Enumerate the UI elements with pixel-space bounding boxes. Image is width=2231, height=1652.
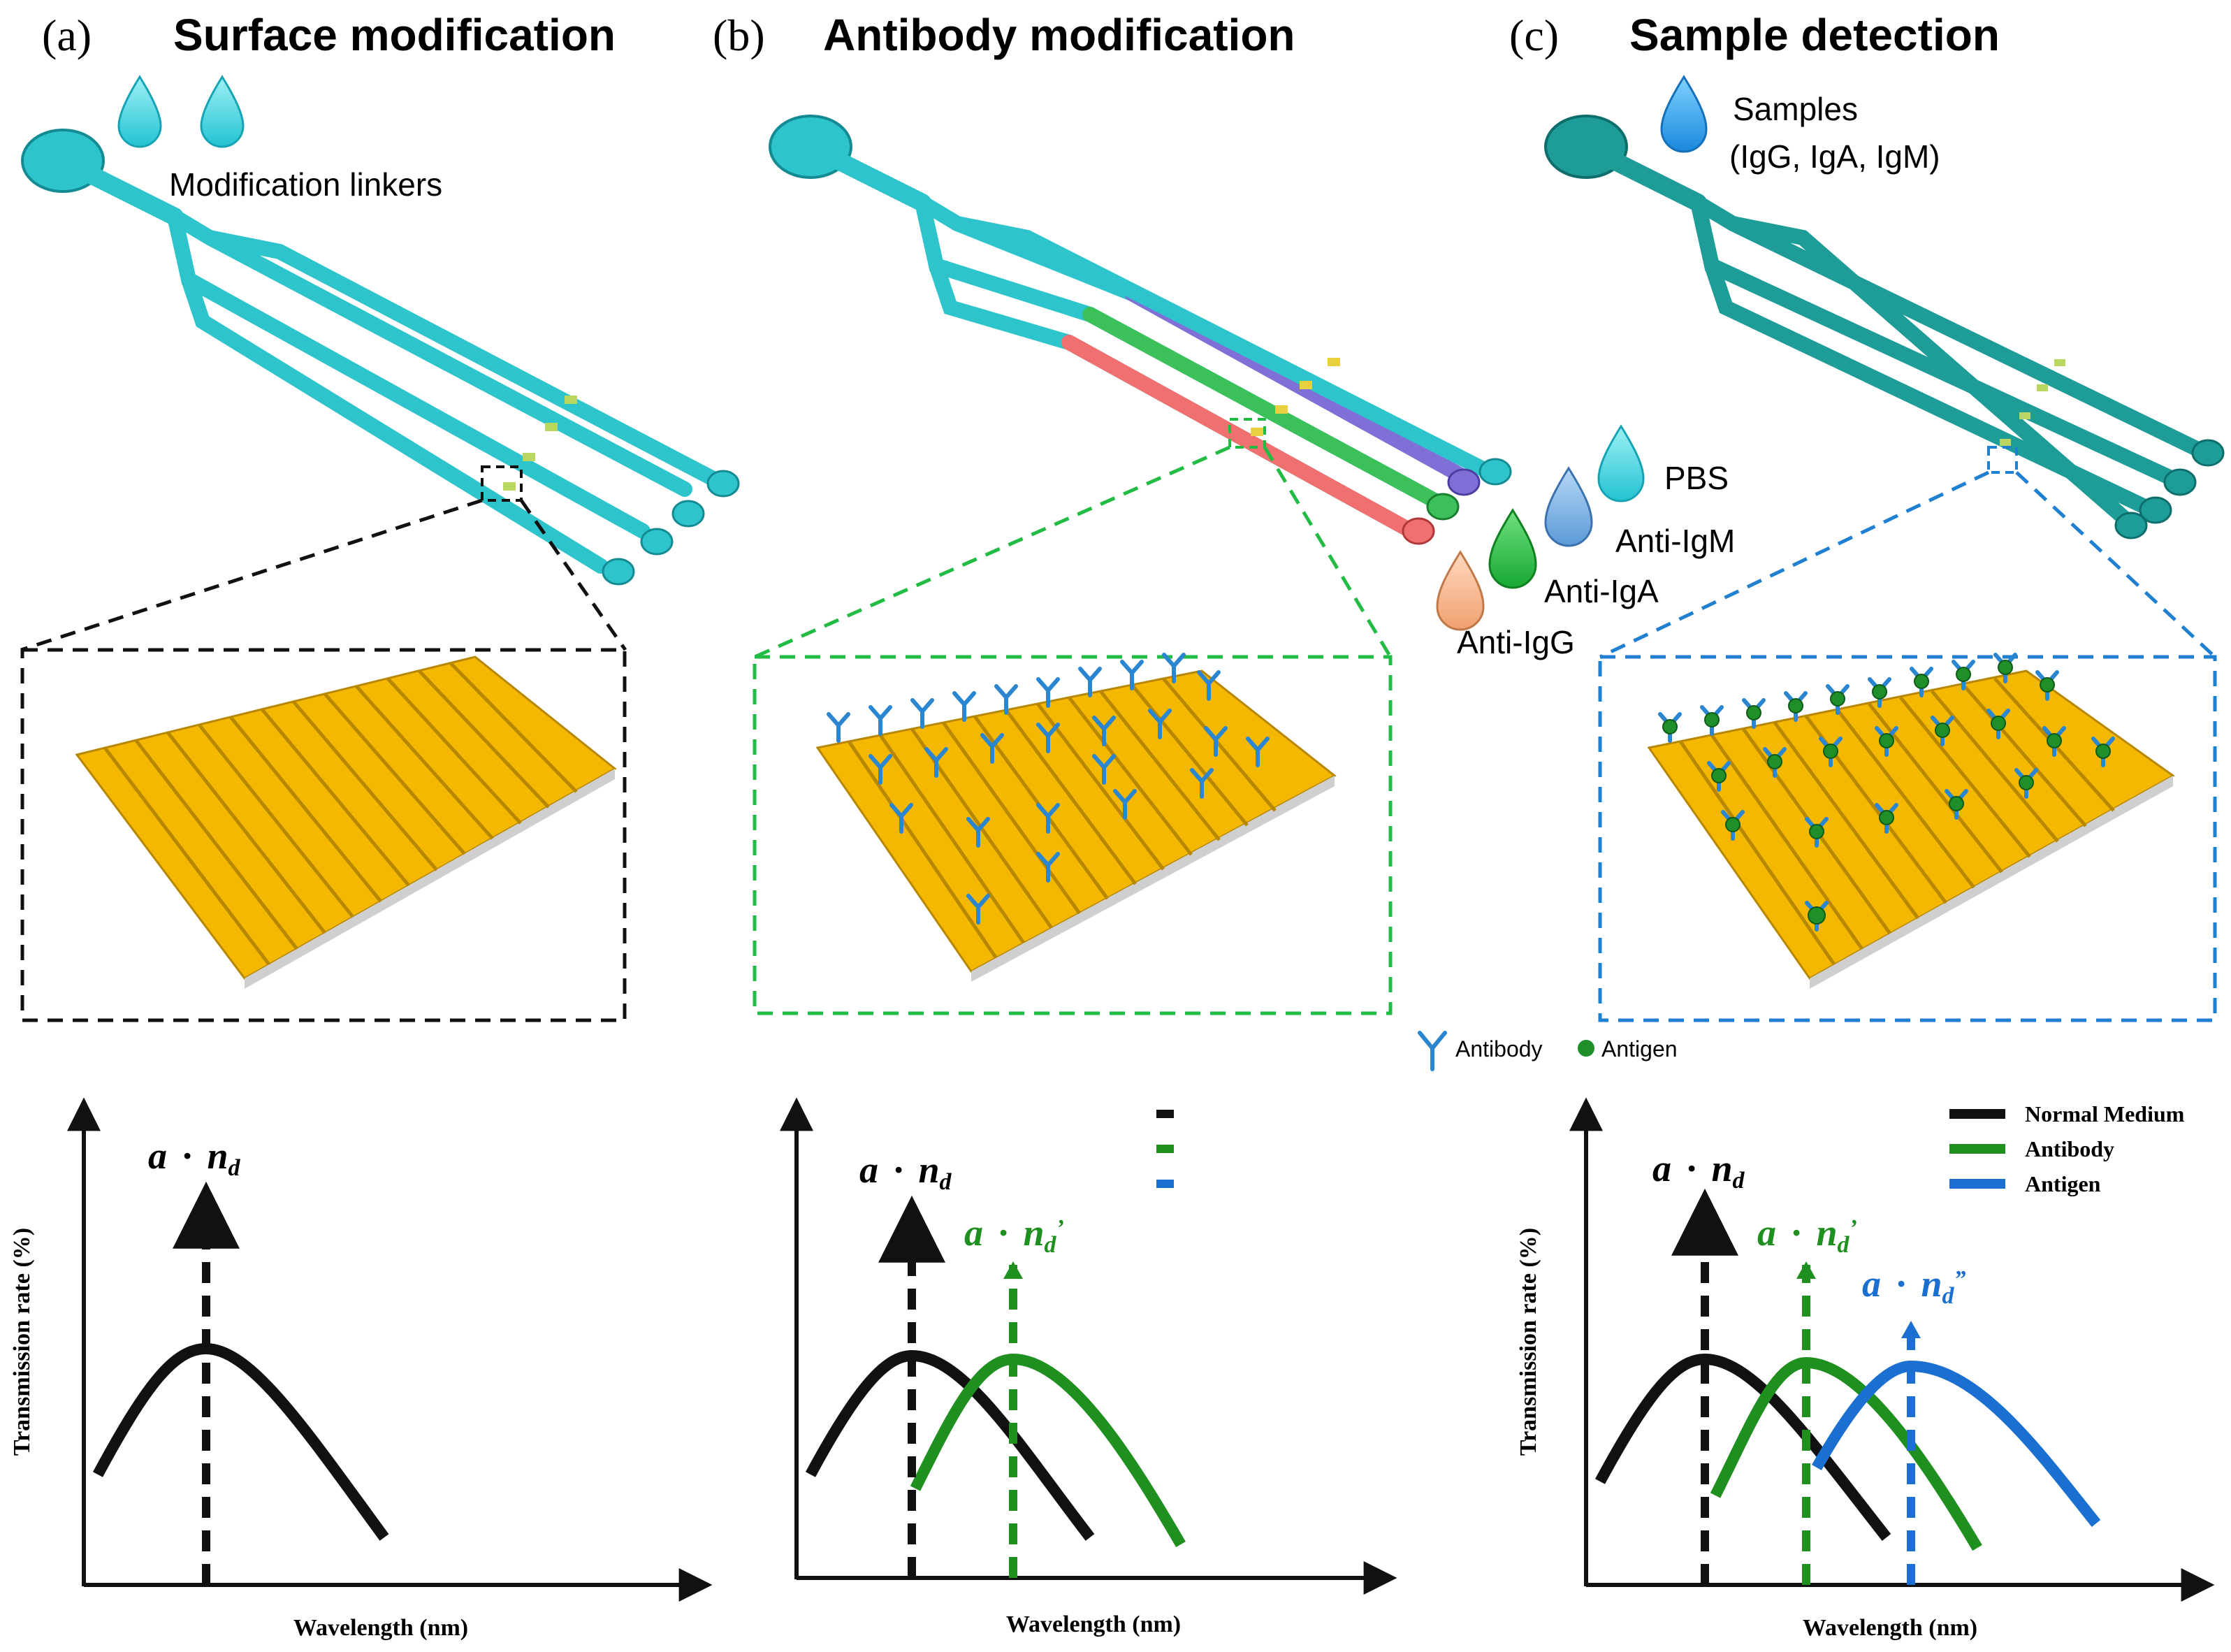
anti-igm-drop-icon	[1544, 466, 1593, 547]
chart-c-ylabel: Transmission rate (%)	[1516, 1228, 1541, 1456]
chart-c-normal-peak-label: a·nd	[1652, 1147, 1745, 1194]
antibody-antigen-icons-c	[1660, 655, 2113, 929]
legend-normal-label: Normal Medium	[2025, 1101, 2185, 1126]
linker-drop-icon	[200, 75, 245, 148]
chart-b-normal-peak-label: a·nd	[859, 1149, 952, 1195]
panel-c-header: (c) Sample detection	[1509, 10, 2000, 60]
grating-a	[75, 655, 617, 989]
chart-b-antibody-arrowhead	[1003, 1261, 1023, 1279]
panel-b-header: (b) Antibody modification	[713, 10, 1295, 60]
microfluidic-chip-b	[769, 115, 1512, 545]
chart-a-xlabel: Wavelength (nm)	[293, 1615, 468, 1641]
chart-b-xlabel: Wavelength (nm)	[1006, 1611, 1181, 1637]
chart-b-antibody-curve	[910, 1353, 1186, 1548]
linker-drop-icon	[117, 75, 162, 148]
anti-iga-label: Anti-IgA	[1544, 573, 1659, 609]
anti-igg-drop-icon	[1436, 550, 1485, 631]
chart-c-antigen-curve	[1812, 1360, 2101, 1527]
zoom-box-c	[1598, 655, 2217, 1022]
chart-a-normal-curve	[92, 1342, 389, 1541]
panel-c-title: Sample detection	[1629, 10, 2000, 60]
antigen-key-icon	[1578, 1040, 1594, 1057]
sample-drop-icon	[1660, 75, 1708, 153]
panel-b-title: Antibody modification	[823, 10, 1295, 60]
spectrum-chart-b: Wavelength (nm) a·nd a·nd’	[780, 1097, 1397, 1637]
chart-c-antibody-peak-label: a·nd’	[1757, 1212, 1857, 1258]
chart-c-antigen-peak-label: a·nd”	[1862, 1263, 1966, 1309]
zoom-box-a	[20, 648, 627, 1022]
zoom-box-b	[753, 655, 1393, 1015]
spectrum-chart-c: Transmission rate (%) Wavelength (nm) a·…	[1516, 1097, 2215, 1641]
panel-a-header: (a) Surface modification	[42, 10, 616, 60]
antigen-key-label: Antigen	[1601, 1036, 1678, 1062]
legend-antibody-label: Antibody	[2025, 1136, 2114, 1161]
samples-label-2: (IgG, IgA, IgM)	[1729, 138, 1940, 175]
spectrum-chart-a: Transmission rate (%) Wavelength (nm) a·…	[9, 1097, 713, 1641]
anti-igg-label: Anti-IgG	[1457, 624, 1575, 660]
chart-b-antibody-peak-label: a·nd’	[964, 1212, 1064, 1258]
antibody-key-icon	[1418, 1031, 1447, 1071]
panel-c-letter: (c)	[1509, 10, 1559, 60]
panel-a-letter: (a)	[42, 10, 92, 60]
microfluidic-chip-a	[21, 129, 740, 586]
chart-a-ylabel: Transmission rate (%)	[9, 1228, 35, 1456]
linker-drops: Modification linkers	[117, 75, 442, 203]
anti-igm-label: Anti-IgM	[1615, 523, 1735, 559]
grating-c	[1647, 655, 2175, 989]
microfluidic-chip-c	[1544, 115, 2225, 539]
sample-drop: Samples (IgG, IgA, IgM)	[1660, 75, 1940, 175]
chart-c-antibody-curve	[1710, 1356, 1982, 1551]
anti-iga-drop-icon	[1488, 508, 1537, 589]
chart-a-peak-label: a·nd	[148, 1135, 241, 1181]
samples-label-1: Samples	[1733, 91, 1858, 127]
pbs-label: PBS	[1664, 460, 1729, 496]
zoom-lines-b	[753, 445, 1393, 1015]
chart-c-antibody-arrowhead	[1796, 1261, 1816, 1279]
symbol-key: Antibody Antigen	[1418, 1031, 1678, 1071]
pbs-drop-icon	[1597, 424, 1645, 502]
linker-drop-label: Modification linkers	[169, 166, 442, 203]
chart-c-xlabel: Wavelength (nm)	[1803, 1615, 1977, 1641]
panel-a-title: Surface modification	[173, 10, 616, 60]
chart-c-antigen-arrowhead	[1901, 1321, 1921, 1338]
zoom-lines-a	[20, 498, 627, 1022]
chart-c-legend: Normal Medium Antibody Antigen	[1949, 1101, 2185, 1196]
antibody-key-label: Antibody	[1455, 1036, 1543, 1062]
legend-antigen-label: Antigen	[2025, 1171, 2101, 1196]
zoom-lines-c	[1598, 470, 2217, 1022]
chart-b-legend-marks	[1156, 1110, 1174, 1188]
antibody-drops: PBS Anti-IgM Anti-IgA Anti-IgG	[1436, 424, 1735, 660]
grating-b	[815, 655, 1337, 982]
panel-b-letter: (b)	[713, 10, 765, 60]
chart-b-normal-curve	[805, 1349, 1095, 1541]
